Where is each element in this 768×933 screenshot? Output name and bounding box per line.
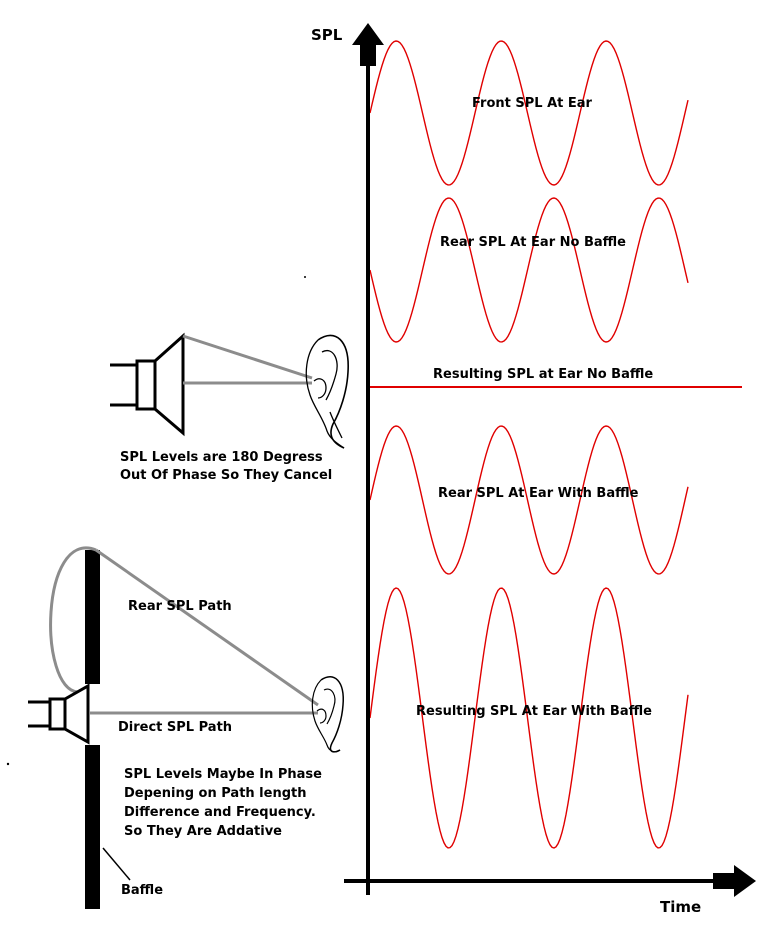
baffle-board-upper <box>85 550 100 684</box>
x-axis-label: Time <box>660 898 701 916</box>
y-axis-label: SPL <box>311 26 343 44</box>
rear-spl-path-line <box>95 548 319 707</box>
baffle-speaker-icon <box>28 683 90 745</box>
baffle-note-line1: SPL Levels Maybe In Phase <box>124 767 322 782</box>
no-baffle-note-line2: Out Of Phase So They Cancel <box>120 468 332 483</box>
rear-with-baffle-label: Rear SPL At Ear With Baffle <box>438 486 639 501</box>
baffle-illustration: Rear SPL Path Direct SPL Path Baffle SPL… <box>28 546 344 909</box>
baffle-pointer-line <box>102 847 131 881</box>
ear-icon <box>305 334 349 449</box>
wave-labels: Front SPL At Ear Rear SPL At Ear No Baff… <box>416 96 653 719</box>
no-baffle-illustration: SPL Levels are 180 Degress Out Of Phase … <box>110 332 349 483</box>
baffle-note-line4: So They Are Addative <box>124 824 282 839</box>
ear-icon-baffle <box>311 675 344 753</box>
baffle-note-line2: Depening on Path length <box>124 786 307 801</box>
result-with-baffle-label: Resulting SPL At Ear With Baffle <box>416 704 652 719</box>
front-spl-label: Front SPL At Ear <box>472 96 593 111</box>
baffle-label: Baffle <box>121 883 163 898</box>
rear-no-baffle-label: Rear SPL At Ear No Baffle <box>440 235 626 250</box>
rear-no-baffle-wave <box>369 197 689 343</box>
result-with-baffle-wave <box>369 587 689 849</box>
waves <box>368 40 742 849</box>
direct-spl-path-label: Direct SPL Path <box>118 720 232 735</box>
axes: SPL Time <box>311 23 756 916</box>
baffle-board-lower <box>85 745 100 909</box>
rear-spl-path-label: Rear SPL Path <box>128 599 232 614</box>
speaker-icon <box>110 332 185 437</box>
result-no-baffle-label: Resulting SPL at Ear No Baffle <box>433 367 653 382</box>
rear-path-line <box>182 334 313 380</box>
speck <box>6 762 10 766</box>
front-spl-wave <box>369 40 689 186</box>
rear-spl-path-curve <box>49 546 97 694</box>
baffle-note-line3: Difference and Frequency. <box>124 805 316 820</box>
speck <box>304 276 306 278</box>
y-axis-arrow <box>352 23 384 66</box>
no-baffle-note-line1: SPL Levels are 180 Degress <box>120 450 323 465</box>
x-axis-arrow <box>713 865 756 897</box>
rear-with-baffle-wave <box>369 425 689 575</box>
